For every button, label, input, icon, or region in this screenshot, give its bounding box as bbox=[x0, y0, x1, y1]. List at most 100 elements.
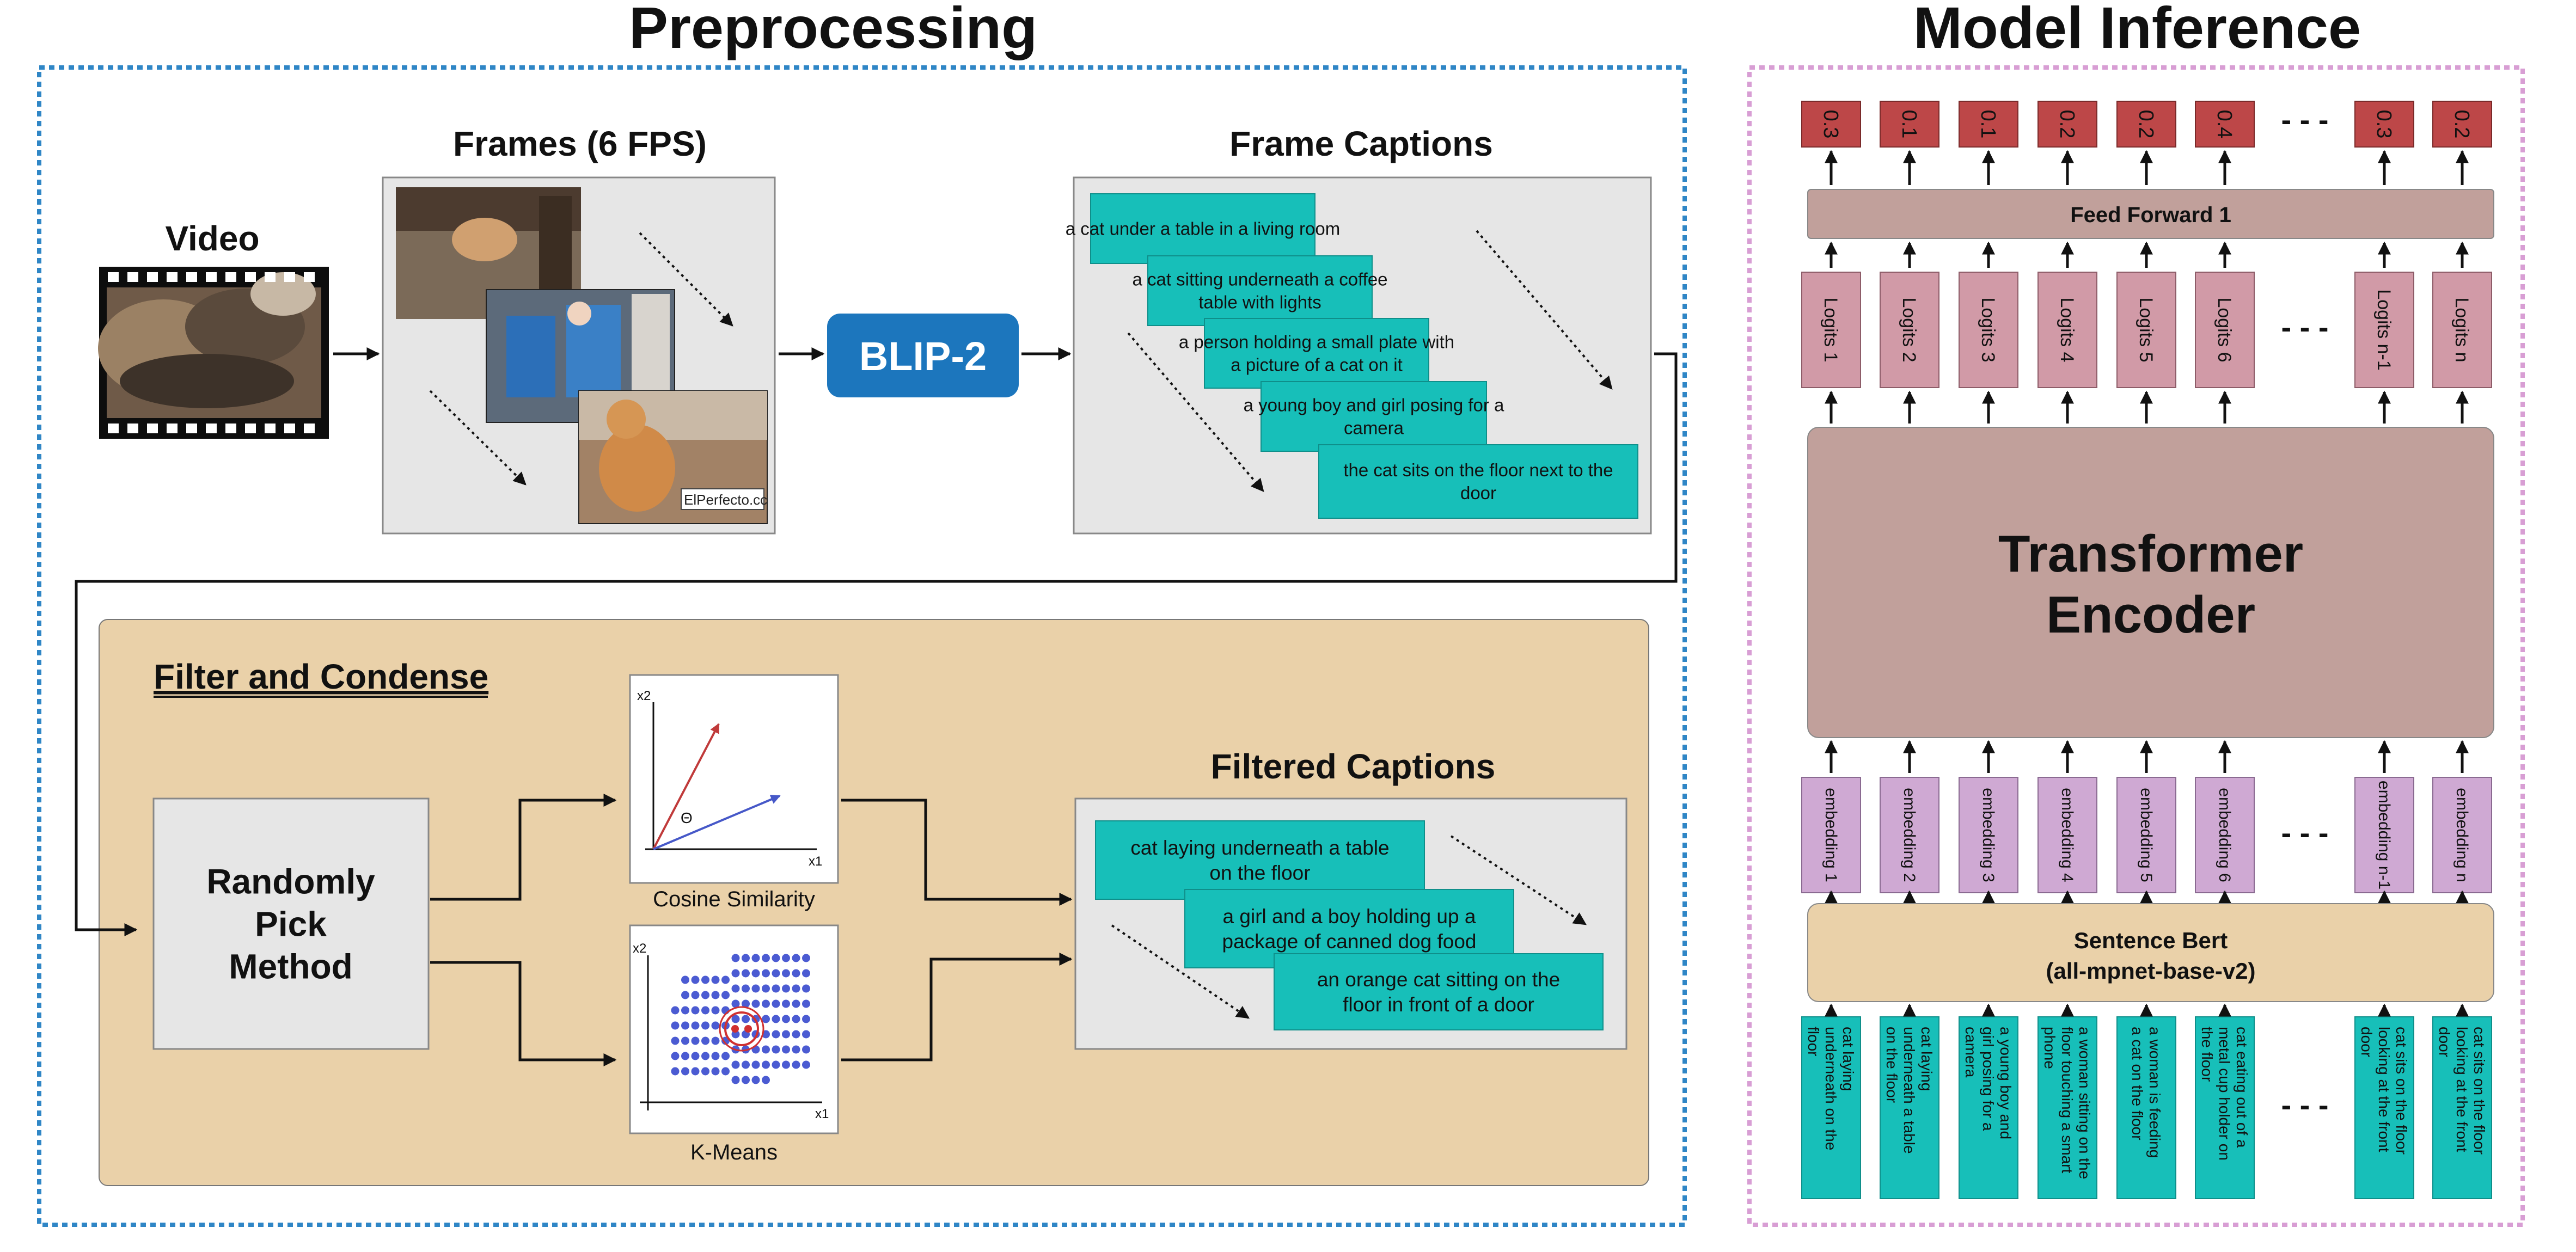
ellipsis: - - - bbox=[2281, 815, 2328, 850]
logits-label: Logits 6 bbox=[2214, 297, 2235, 362]
ellipsis: - - - bbox=[2281, 310, 2328, 344]
ellipsis: - - - bbox=[2281, 1088, 2328, 1122]
input-caption-text: metal cup holder on bbox=[2216, 1027, 2233, 1161]
embedding-box: embedding n bbox=[2432, 777, 2492, 893]
input-caption-text: camera bbox=[1962, 1027, 1979, 1078]
logits-box: Logits 4 bbox=[2037, 272, 2097, 388]
transformer-encoder-line2: Encoder bbox=[2046, 586, 2255, 644]
frame-caption-box: the cat sits on the floor next to thedoo… bbox=[1318, 444, 1638, 519]
kmeans-centroid-ring bbox=[724, 1011, 759, 1046]
blip2-block bbox=[827, 314, 1019, 397]
frame-image-1 bbox=[396, 187, 581, 319]
embedding-label: embedding n-1 bbox=[2375, 781, 2393, 889]
input-caption-text: looking at the front bbox=[2376, 1027, 2393, 1152]
kmeans-label: K-Means bbox=[690, 1140, 778, 1164]
cosine-theta: Θ bbox=[681, 809, 693, 826]
logits-label: Logits n-1 bbox=[2373, 289, 2394, 370]
logits-label: Logits 5 bbox=[2136, 297, 2156, 362]
model-inference-title: Model Inference bbox=[1913, 0, 2361, 60]
output-value: 0.4 bbox=[2213, 110, 2236, 139]
preprocessing-title: Preprocessing bbox=[629, 0, 1037, 60]
output-value: 0.2 bbox=[2055, 110, 2078, 139]
video-label: Video bbox=[165, 219, 259, 258]
filtered-caption-text: an orange cat sitting on the bbox=[1317, 968, 1560, 991]
output-probability: 0.3 bbox=[1801, 101, 1861, 148]
inference-border bbox=[1747, 65, 2525, 1227]
embedding-label: embedding n bbox=[2453, 788, 2471, 882]
cosine-axis-y: x2 bbox=[637, 689, 651, 703]
input-caption-text: looking at the front bbox=[2453, 1027, 2470, 1152]
random-pick-label: Method bbox=[229, 947, 353, 986]
filtered-caption-text: cat laying underneath a table bbox=[1130, 837, 1389, 859]
frame-caption-text: a person holding a small plate with bbox=[1179, 332, 1454, 352]
logits-box: Logits 6 bbox=[2195, 272, 2255, 388]
input-caption-text: a cat on the floor bbox=[2129, 1027, 2146, 1140]
input-caption-text: cat laying bbox=[1918, 1027, 1935, 1091]
sentence-bert-block bbox=[1807, 903, 2494, 1002]
ellipsis: - - - bbox=[2281, 102, 2328, 137]
feed-forward-label: Feed Forward 1 bbox=[2070, 203, 2231, 227]
input-caption-text: cat sits on the floor bbox=[2471, 1027, 2488, 1155]
output-value: 0.1 bbox=[1898, 110, 1920, 139]
frame-caption-text: a cat under a table in a living room bbox=[1066, 219, 1340, 239]
cosine-plot bbox=[629, 674, 839, 884]
frame-caption-text: the cat sits on the floor next to the bbox=[1343, 460, 1613, 480]
input-caption-text: a woman sitting on the bbox=[2076, 1027, 2093, 1179]
frame-caption-text: a picture of a cat on it bbox=[1231, 355, 1403, 375]
input-caption-text: floor bbox=[1805, 1027, 1822, 1056]
output-probability: 0.2 bbox=[2432, 101, 2492, 148]
sentence-bert-line2: (all-mpnet-base-v2) bbox=[2046, 958, 2255, 984]
input-caption-text: underneath a table bbox=[1901, 1027, 1918, 1154]
filtered-captions-label: Filtered Captions bbox=[1211, 747, 1496, 786]
output-value: 0.1 bbox=[1977, 110, 1999, 139]
input-caption-text: door bbox=[2436, 1027, 2453, 1057]
frame-caption-box: a cat under a table in a living room bbox=[1066, 193, 1340, 264]
output-probability: 0.2 bbox=[2116, 101, 2176, 148]
output-value: 0.2 bbox=[2450, 110, 2473, 139]
random-pick-label: Randomly bbox=[206, 862, 375, 901]
embedding-label: embedding 4 bbox=[2058, 788, 2076, 882]
embedding-box: embedding 1 bbox=[1801, 777, 1861, 893]
frame-caption-text: table with lights bbox=[1198, 292, 1321, 312]
cosine-vector-red bbox=[652, 723, 720, 850]
frame-captions-label: Frame Captions bbox=[1229, 124, 1493, 163]
output-probability: 0.1 bbox=[1880, 101, 1939, 148]
kmeans-dots bbox=[671, 954, 810, 1084]
logits-label: Logits 2 bbox=[1899, 297, 1919, 362]
video-film-icon bbox=[98, 267, 329, 439]
embedding-box: embedding 4 bbox=[2037, 777, 2097, 893]
frames-label: Frames (6 FPS) bbox=[453, 124, 707, 163]
embedding-box: embedding 3 bbox=[1959, 777, 2018, 893]
cosine-axis-x: x1 bbox=[809, 854, 822, 869]
input-caption-text: cat laying bbox=[1840, 1027, 1857, 1091]
output-value: 0.3 bbox=[2372, 110, 2395, 139]
output-value: 0.2 bbox=[2134, 110, 2157, 139]
frame-caption-box: a person holding a small plate with a pic… bbox=[1179, 318, 1454, 389]
logits-box: Logits 2 bbox=[1880, 272, 1939, 388]
input-caption-text: cat eating out of a bbox=[2234, 1027, 2250, 1148]
frame-caption-text: a young boy and girl posing for a bbox=[1244, 395, 1504, 415]
kmeans-axis-x: x1 bbox=[815, 1107, 829, 1121]
logits-label: Logits 4 bbox=[2057, 297, 2077, 362]
frame-caption-text: a cat sitting underneath a coffee bbox=[1132, 269, 1387, 290]
cosine-label: Cosine Similarity bbox=[653, 887, 815, 911]
input-caption-text: the floor bbox=[2199, 1027, 2216, 1082]
input-caption-text: on the floor bbox=[1883, 1027, 1900, 1103]
blip2-label: BLIP-2 bbox=[859, 334, 987, 379]
output-probability: 0.3 bbox=[2354, 101, 2414, 148]
embedding-box: embedding 5 bbox=[2116, 777, 2176, 893]
output-probability: 0.2 bbox=[2037, 101, 2097, 148]
random-pick-label: Pick bbox=[255, 904, 327, 943]
feed-forward-block bbox=[1807, 189, 2494, 239]
embedding-label: embedding 5 bbox=[2137, 788, 2155, 882]
input-caption-text: floor touching a smart bbox=[2059, 1027, 2076, 1173]
